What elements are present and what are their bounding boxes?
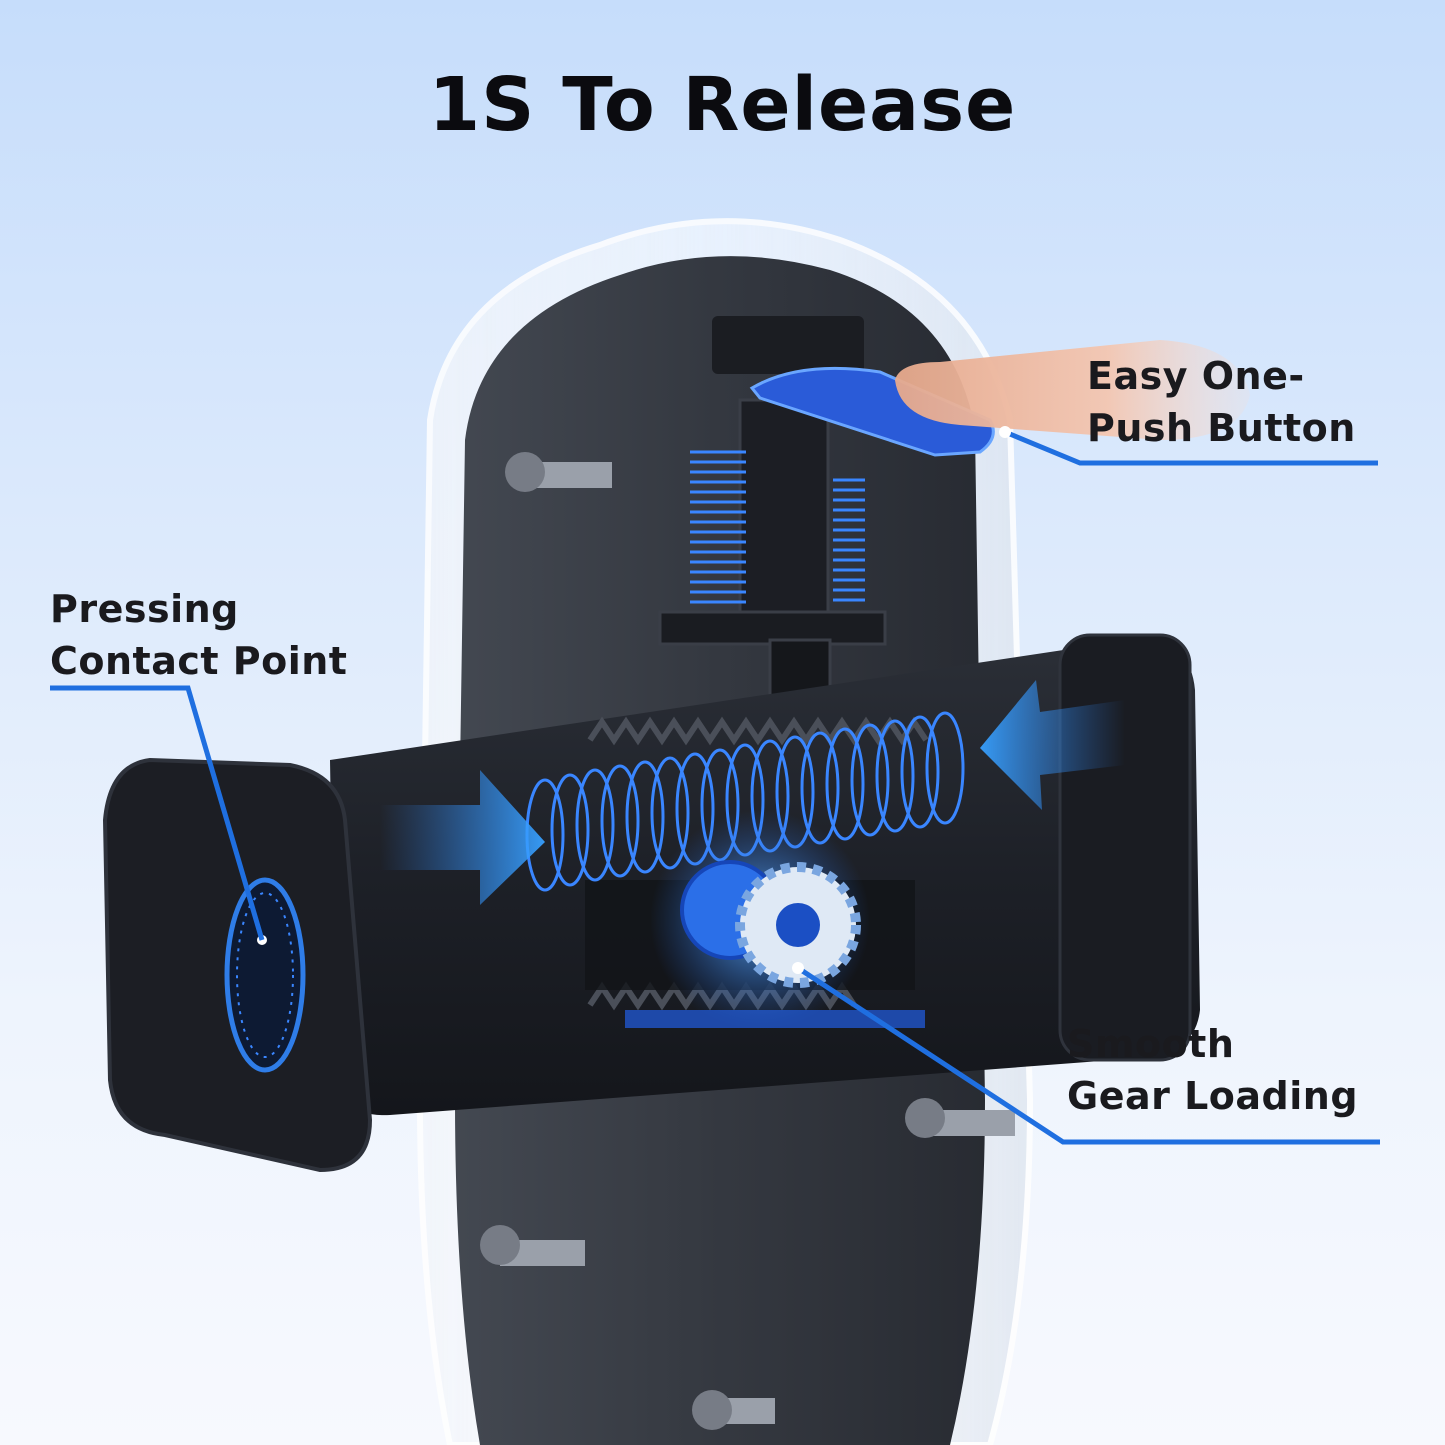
headline: 1S To Release [428,62,1017,148]
release-frame [712,316,864,374]
screw-right-mid [905,1098,1015,1138]
callout-gear-line1: Smooth [1067,1022,1235,1066]
screw-top-left [505,452,612,492]
vertical-spring-right [833,478,865,602]
rack-top [587,716,929,746]
callout-contact-line2: Contact Point [50,639,348,683]
callout-push-line1: Easy One- [1087,354,1305,398]
callout-gear-line2: Gear Loading [1067,1074,1359,1118]
push-button [749,366,995,457]
callout-push-button: Easy One- Push Button [1087,350,1356,454]
screw-bottom-left [480,1225,585,1266]
arrow-left-icon [980,680,1125,810]
gear-icon [680,860,861,988]
leader-line-gear [796,965,1380,1145]
leader-line-contact [50,685,265,941]
callout-gear-loading: Smooth Gear Loading [1067,1018,1358,1122]
vertical-spring-left [690,450,746,604]
clamp-end-right [1058,633,1192,1062]
callout-contact-point: Pressing Contact Point [50,583,347,687]
arrow-right-icon [380,770,545,905]
callout-push-line2: Push Button [1087,406,1356,450]
leader-line-push [1004,429,1378,466]
screw-bottom [692,1390,775,1430]
release-stem [738,398,830,632]
callout-contact-line1: Pressing [50,587,239,631]
contact-point-pad [224,877,306,1073]
finger [895,340,1250,440]
